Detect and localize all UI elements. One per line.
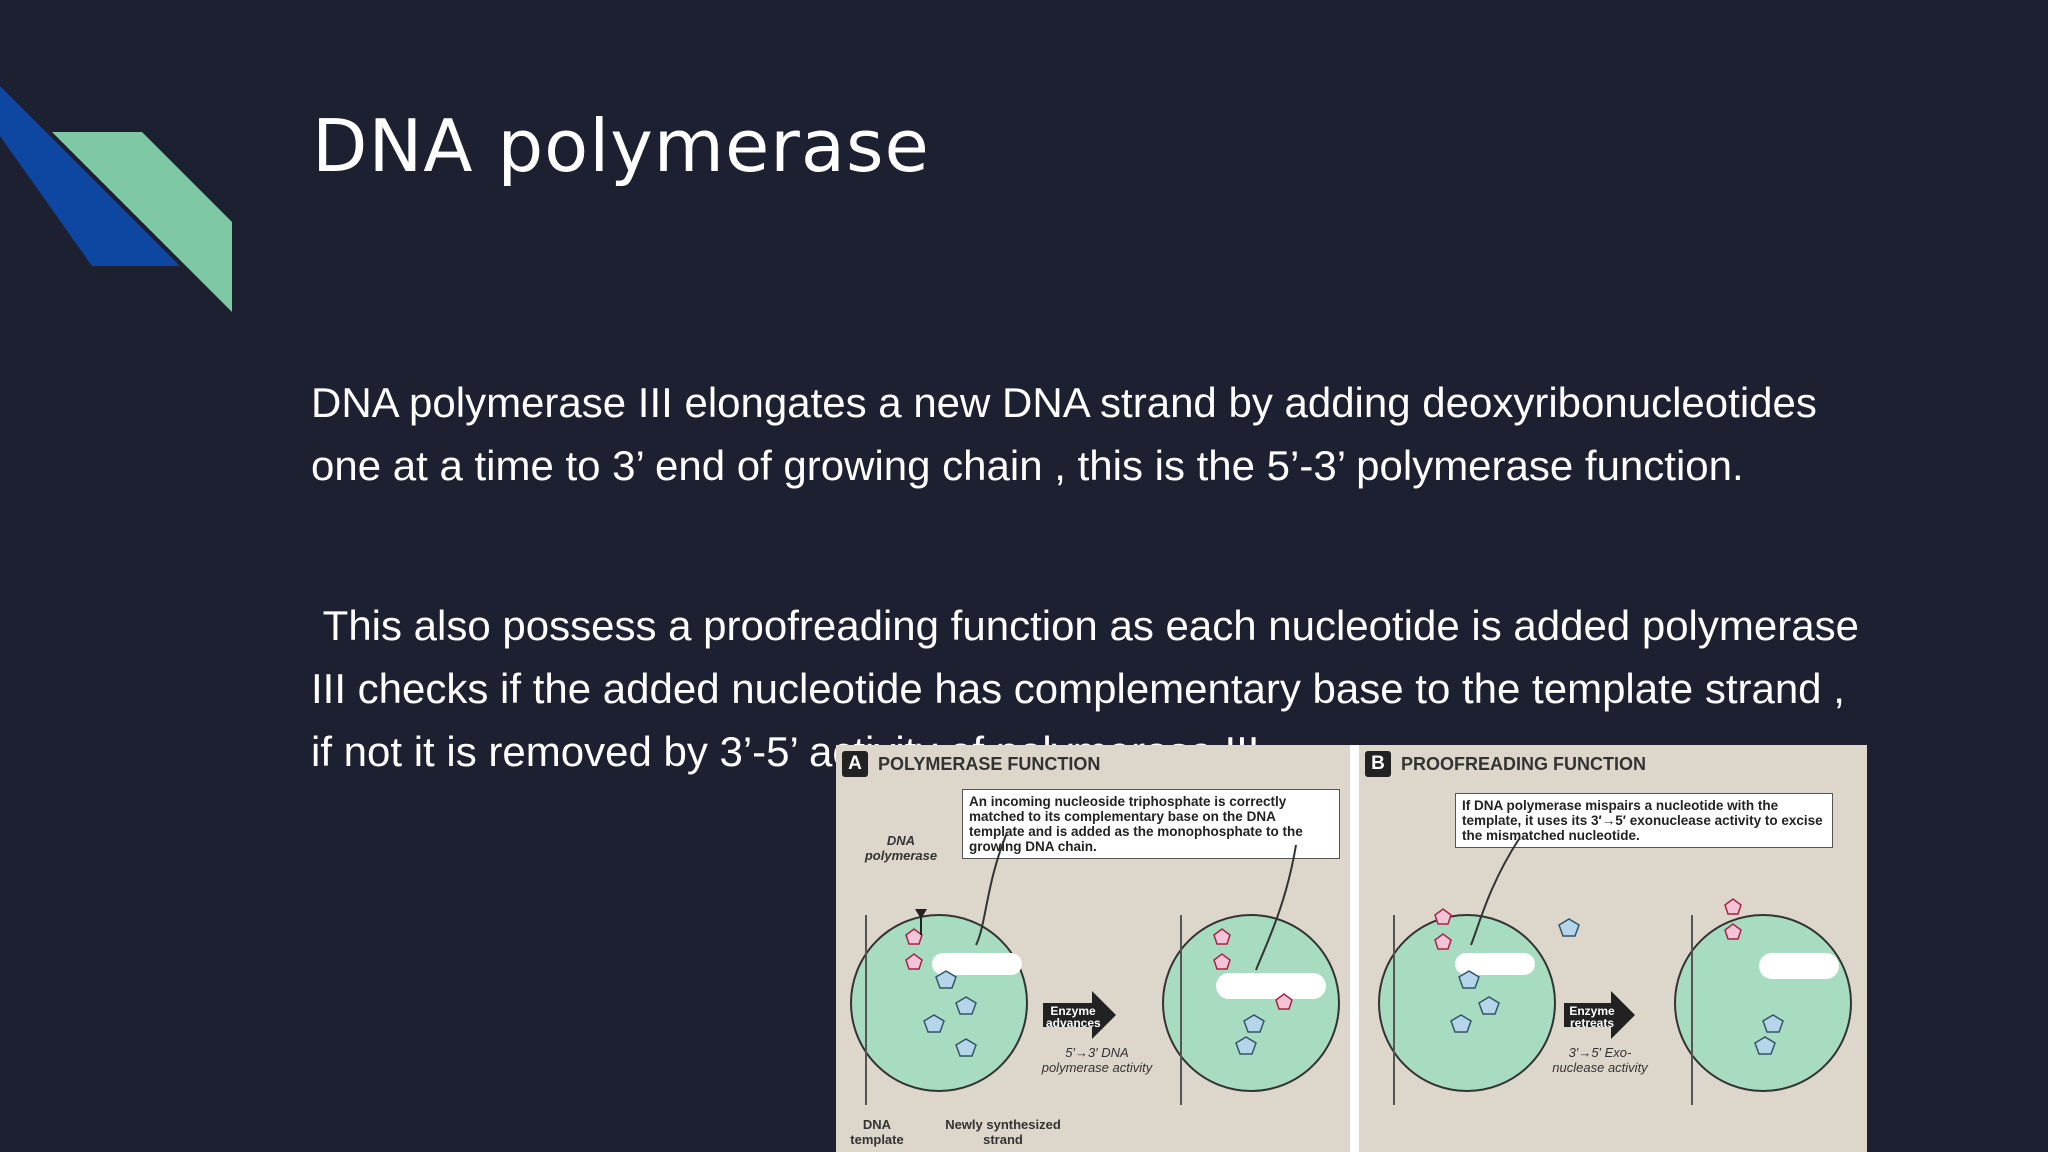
deco-green-stripe bbox=[52, 132, 232, 312]
dna-polymerase-figure: A POLYMERASE FUNCTION An incoming nucleo… bbox=[836, 745, 1867, 1152]
polymerase-function-panel: A POLYMERASE FUNCTION An incoming nucleo… bbox=[836, 745, 1350, 1152]
panel-a-callout: An incoming nucleoside triphosphate is c… bbox=[962, 789, 1340, 859]
panel-a-header: A POLYMERASE FUNCTION bbox=[842, 751, 1100, 777]
deco-blue-stripe bbox=[0, 86, 180, 266]
slide-title: DNA polymerase bbox=[312, 104, 930, 188]
label-exonuclease-activity: 3′→5′ Exo-nuclease activity bbox=[1552, 1045, 1648, 1075]
panel-a-diagram bbox=[850, 834, 1340, 1105]
label-enzyme-advances: Enzyme advances bbox=[1046, 1004, 1101, 1030]
label-polymerase-activity: 5′→3′ DNA polymerase activity bbox=[1041, 1045, 1153, 1075]
panel-divider bbox=[1350, 745, 1359, 1152]
corner-decoration bbox=[0, 86, 232, 312]
panel-b-letter: B bbox=[1365, 751, 1391, 777]
label-newly-synthesized: Newly synthesized strand bbox=[945, 1117, 1061, 1147]
label-dna-polymerase: DNA polymerase bbox=[864, 833, 938, 863]
proofreading-function-panel: B PROOFREADING FUNCTION If DNA polymeras… bbox=[1359, 745, 1867, 1152]
panel-b-header: B PROOFREADING FUNCTION bbox=[1365, 751, 1646, 777]
panel-b-diagram bbox=[1378, 838, 1852, 1105]
body-paragraph-1: DNA polymerase III elongates a new DNA s… bbox=[311, 379, 1829, 489]
panel-a-heading: POLYMERASE FUNCTION bbox=[878, 753, 1101, 774]
panel-a-letter: A bbox=[842, 751, 868, 777]
panel-b-heading: PROOFREADING FUNCTION bbox=[1401, 753, 1646, 774]
label-dna-template: DNA template bbox=[850, 1117, 904, 1147]
label-enzyme-retreats: Enzyme retreats bbox=[1569, 1004, 1615, 1030]
